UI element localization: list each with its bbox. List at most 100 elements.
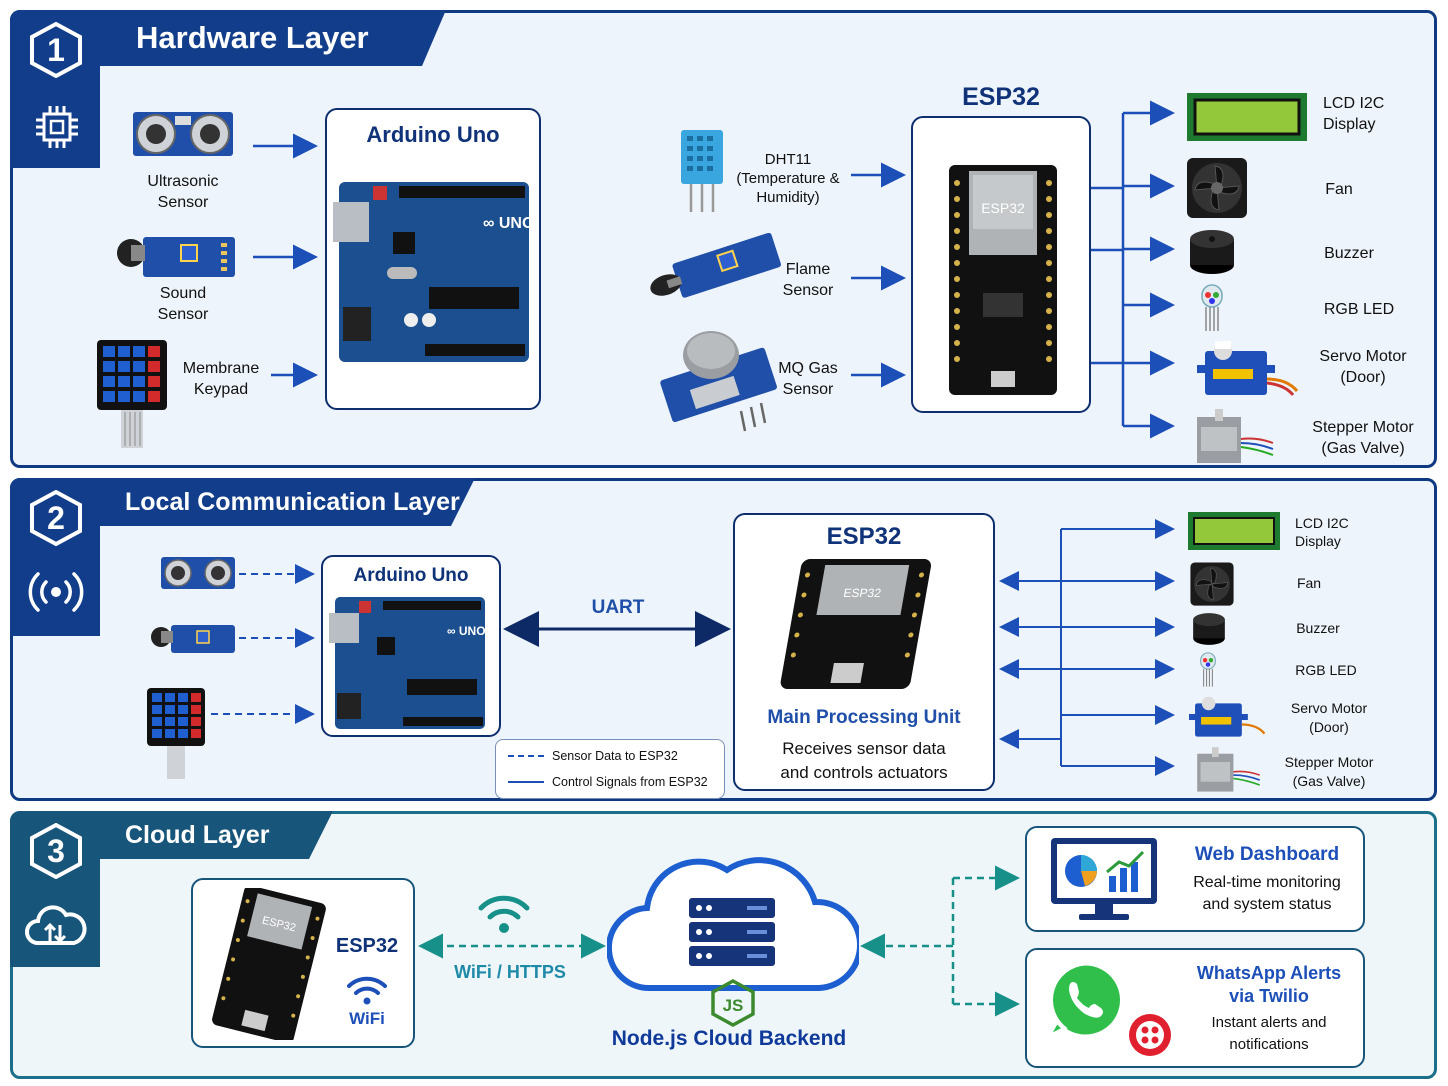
esp32-box: ESP32 ESP32 Main Processing Unit Receive… — [733, 513, 995, 791]
esp32-wifi-label: WiFi — [349, 1009, 385, 1028]
svg-text:∞ UNO: ∞ UNO — [447, 624, 486, 638]
dashboard-description: Real-time monitoring and system status — [1193, 874, 1341, 913]
layer-tab: 3 — [10, 811, 100, 967]
ultrasonic-sensor-icon — [161, 557, 235, 589]
flame-sensor-icon — [650, 233, 781, 298]
esp32-box: ESP32 — [911, 116, 1091, 413]
svg-text:∞ UNO: ∞ UNO — [483, 215, 533, 232]
dashed-line-swatch — [508, 755, 544, 757]
layer-number: 3 — [47, 833, 65, 869]
cloud-server-icon — [607, 857, 859, 992]
local-communication-layer: 2 Local Communication Layer Arduino — [10, 478, 1437, 801]
whatsapp-icon — [1045, 962, 1123, 1040]
ultrasonic-sensor-icon — [133, 112, 233, 156]
servo-icon — [1189, 696, 1266, 737]
esp32-description: Receives sensor data and controls actuat… — [780, 739, 948, 782]
lcd-label: LCD I2C Display — [1295, 515, 1349, 549]
dht11-label: DHT11 (Temperature & Humidity) — [736, 151, 840, 206]
keypad-icon — [97, 340, 167, 448]
sound-sensor-label: Sound Sensor — [157, 285, 209, 323]
esp32-board-icon: ESP32 — [780, 559, 932, 689]
esp32-title: ESP32 — [962, 83, 1040, 111]
lcd-icon — [1187, 93, 1307, 141]
ultrasonic-sensor-label: Ultrasonic Sensor — [147, 173, 219, 211]
layer-number-badge: 3 — [30, 823, 82, 879]
svg-text:ESP32: ESP32 — [981, 200, 1025, 216]
buzzer-label: Buzzer — [1324, 245, 1374, 262]
led-icon — [1201, 284, 1223, 331]
layer-tab: 2 — [10, 478, 100, 636]
lcd-icon — [1188, 512, 1280, 550]
servo-label: Servo Motor (Door) — [1319, 348, 1407, 386]
wifi-signal-icon — [478, 895, 530, 933]
layer-title: Cloud Layer — [89, 811, 333, 859]
arduino-board-icon: ∞ UNO — [329, 597, 486, 729]
wifi-https-label: WiFi / HTTPS — [454, 962, 566, 982]
layer-number-badge: 1 — [30, 22, 82, 78]
layer-number-badge: 2 — [30, 490, 82, 546]
servo-icon — [1197, 341, 1299, 396]
arduino-board-icon: ∞ UNO — [333, 182, 533, 362]
esp32-title: ESP32 — [826, 523, 902, 550]
layer-title: Local Communication Layer — [89, 478, 475, 526]
layer-tab: 1 — [10, 10, 100, 168]
hardware-layer: 1 Hardware Layer Ultrasonic Sensor Sound… — [10, 10, 1437, 468]
esp32-board-icon: ESP32 — [212, 888, 326, 1040]
dht11-icon — [681, 130, 723, 212]
twilio-icon — [1129, 1014, 1171, 1056]
fan-icon — [1187, 158, 1247, 218]
wifi-icon — [347, 976, 387, 1005]
gas-sensor-icon — [660, 331, 777, 432]
layer3-connections — [418, 865, 1020, 1017]
led-icon — [1200, 652, 1216, 687]
keypad-icon — [147, 688, 205, 779]
esp32-box: ESP32 ESP32 WiFi — [191, 878, 415, 1048]
buzzer-icon — [1193, 613, 1225, 645]
svg-text:ESP32: ESP32 — [842, 586, 882, 600]
layer1-connections — [253, 100, 1175, 439]
solid-line-swatch — [508, 781, 544, 783]
cloud-sync-icon — [25, 905, 87, 945]
web-dashboard-box: Web Dashboard Real-time monitoring and s… — [1025, 826, 1365, 932]
esp32-board-icon: ESP32 — [949, 165, 1057, 395]
dashboard-monitor-icon — [1051, 838, 1157, 920]
arduino-title: Arduino Uno — [366, 122, 500, 147]
cloud-layer: 3 Cloud Layer ESP32 ESP32 WiFi WiFi / HT… — [10, 811, 1437, 1079]
esp32-subtitle: Main Processing Unit — [767, 707, 961, 728]
lcd-label: LCD I2C Display — [1323, 95, 1385, 133]
keypad-label: Membrane Keypad — [182, 360, 260, 398]
led-label: RGB LED — [1323, 301, 1395, 318]
arduino-uno-box: Arduino Uno ∞ UNO — [325, 108, 541, 410]
whatsapp-description: Instant alerts and notifications — [1211, 1014, 1327, 1053]
esp32-title: ESP32 — [335, 935, 399, 957]
layer-number: 2 — [47, 500, 65, 536]
layer2-connections — [211, 519, 1175, 776]
fan-label: Fan — [1296, 575, 1322, 591]
legend-box: Sensor Data to ESP32 Control Signals fro… — [495, 739, 725, 799]
wireless-signal-icon — [28, 572, 84, 612]
dashboard-title: Web Dashboard — [1194, 844, 1340, 865]
backend-label: Node.js Cloud Backend — [611, 1027, 847, 1050]
arduino-title: Arduino Uno — [353, 565, 469, 586]
stepper-label: Stepper Motor (Gas Valve) — [1312, 419, 1414, 457]
buzzer-icon — [1190, 230, 1234, 274]
stepper-icon — [1197, 747, 1260, 792]
led-label: RGB LED — [1295, 662, 1357, 678]
buzzer-label: Buzzer — [1296, 620, 1340, 636]
sound-sensor-icon — [117, 237, 235, 277]
chip-icon — [36, 106, 78, 148]
whatsapp-title: WhatsApp Alerts via Twilio — [1196, 963, 1342, 1006]
layer-number: 1 — [47, 32, 65, 68]
sound-sensor-icon — [151, 625, 235, 653]
whatsapp-alerts-box: WhatsApp Alerts via Twilio Instant alert… — [1025, 948, 1365, 1068]
servo-label: Servo Motor (Door) — [1290, 700, 1368, 735]
fan-label: Fan — [1325, 181, 1353, 198]
fan-icon — [1190, 562, 1234, 606]
stepper-label: Stepper Motor (Gas Valve) — [1284, 754, 1374, 789]
stepper-icon — [1197, 409, 1274, 463]
layer-title: Hardware Layer — [100, 10, 446, 66]
arduino-uno-box: Arduino Uno ∞ UNO — [321, 555, 501, 737]
nodejs-logo-icon: JS — [711, 979, 755, 1027]
gas-sensor-label: MQ Gas Sensor — [778, 360, 838, 398]
legend-dashed-label: Sensor Data to ESP32 — [552, 749, 678, 763]
